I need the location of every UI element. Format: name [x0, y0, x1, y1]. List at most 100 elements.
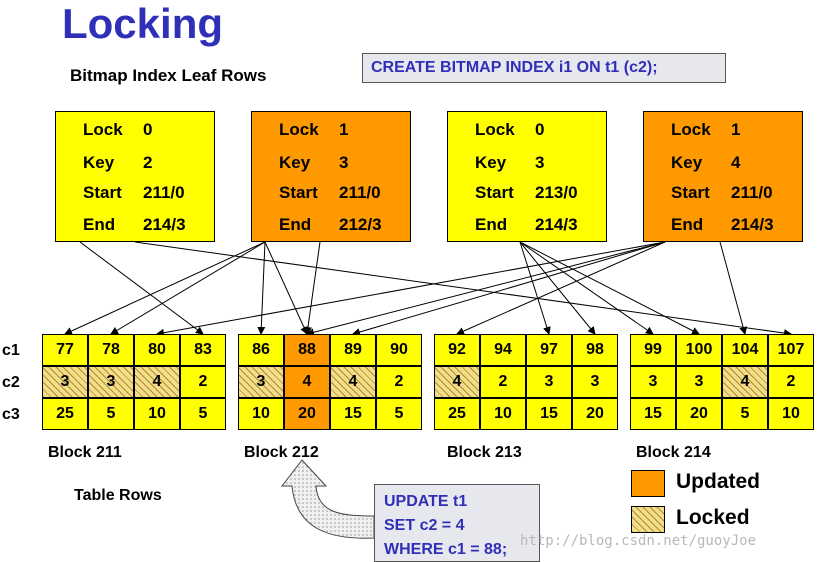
row-label-c3: c3 [2, 406, 20, 423]
leaf-field-value: 214/3 [143, 215, 186, 234]
leaf-field-label: Start [83, 183, 122, 202]
table-cell-c1: 90 [376, 334, 422, 366]
leaf-field-label: Lock [83, 120, 123, 139]
leaf-field-label: Key [671, 153, 703, 172]
leaf-field-label: End [83, 215, 116, 234]
table-cell-c2: 4 [134, 366, 180, 398]
table-cell-c1: 77 [42, 334, 88, 366]
table-cell-c1: 78 [88, 334, 134, 366]
connector-arrow [352, 241, 666, 336]
table-cell-c2: 3 [572, 366, 618, 398]
table-cell-c3: 20 [284, 398, 330, 430]
leaf-field-label: Lock [279, 120, 319, 139]
row-label-c2: c2 [2, 374, 20, 391]
table-cell-c3: 15 [630, 398, 676, 430]
create-index-statement: CREATE BITMAP INDEX i1 ON t1 (c2); [362, 53, 726, 83]
leaf-field-label: Start [475, 183, 514, 202]
leaf-field-value: 1 [339, 120, 349, 139]
table-cell-c2: 2 [376, 366, 422, 398]
leaf-field-label: Start [279, 183, 318, 202]
table-cell-c2: 2 [768, 366, 814, 398]
connector-arrow [264, 241, 308, 335]
legend-updated-swatch [631, 470, 665, 497]
connector-arrow [519, 241, 596, 335]
leaf-field-value: 214/3 [535, 215, 578, 234]
leaf-field-value: 211/0 [339, 183, 381, 202]
watermark: http://blog.csdn.net/guoyJoe [520, 533, 757, 549]
legend-locked-swatch [631, 506, 665, 533]
connector-arrow [456, 241, 666, 335]
connector-arrow [719, 241, 748, 335]
bitmap-index-label: Bitmap Index Leaf Rows [70, 66, 267, 85]
connector-arrow [306, 241, 666, 337]
table-cell-c1: 92 [434, 334, 480, 366]
update-callout-arrow [280, 459, 375, 539]
table-cell-c3: 10 [134, 398, 180, 430]
table-cell-c2: 3 [526, 366, 572, 398]
connector-arrow [110, 241, 266, 335]
legend-locked-label: Locked [676, 506, 750, 529]
table-cell-c1: 86 [238, 334, 284, 366]
update-line-3: WHERE c1 = 88; [384, 541, 508, 558]
table-cell-c1: 88 [284, 334, 330, 366]
row-label-c1: c1 [2, 342, 20, 359]
leaf-field-label: Start [671, 183, 710, 202]
table-cell-c3: 15 [526, 398, 572, 430]
block-label-214: Block 214 [636, 444, 711, 461]
table-cell-c1: 83 [180, 334, 226, 366]
table-cell-c3: 25 [42, 398, 88, 430]
leaf-field-value: 213/0 [535, 183, 578, 202]
update-line-2: SET c2 = 4 [384, 517, 465, 534]
leaf-field-value: 4 [731, 153, 741, 172]
table-cell-c1: 80 [134, 334, 180, 366]
table-cell-c2: 4 [284, 366, 330, 398]
table-cell-c3: 5 [376, 398, 422, 430]
table-cell-c3: 10 [768, 398, 814, 430]
leaf-field-value: 0 [143, 120, 153, 139]
block-label-211: Block 211 [48, 444, 122, 461]
leaf-field-label: Key [83, 153, 115, 172]
block-label-212: Block 212 [244, 444, 319, 461]
connector-arrow [304, 241, 321, 335]
table-cell-c1: 100 [676, 334, 722, 366]
table-cell-c3: 20 [572, 398, 618, 430]
table-cell-c2: 3 [42, 366, 88, 398]
table-cell-c1: 97 [526, 334, 572, 366]
page-title: Locking [62, 0, 224, 47]
connector-arrow [519, 241, 654, 335]
table-cell-c3: 5 [88, 398, 134, 430]
leaf-field-value: 1 [731, 120, 741, 139]
connector-arrow [79, 241, 204, 335]
table-cell-c1: 104 [722, 334, 768, 366]
table-cell-c2: 2 [480, 366, 526, 398]
leaf-field-value: 0 [535, 120, 545, 139]
connector-arrow [257, 241, 266, 335]
leaf-field-label: End [279, 215, 312, 234]
table-cell-c3: 10 [480, 398, 526, 430]
leaf-field-value: 2 [143, 153, 153, 172]
table-cell-c3: 20 [676, 398, 722, 430]
table-cell-c2: 4 [434, 366, 480, 398]
update-line-1: UPDATE t1 [384, 493, 468, 510]
leaf-field-value: 214/3 [731, 215, 774, 234]
table-cell-c2: 4 [722, 366, 768, 398]
table-cell-c2: 4 [330, 366, 376, 398]
connector-arrow [519, 241, 551, 335]
connector-arrow [519, 241, 700, 335]
table-cell-c2: 3 [88, 366, 134, 398]
legend-updated-label: Updated [676, 470, 760, 493]
leaf-field-label: End [671, 215, 704, 234]
table-cell-c3: 10 [238, 398, 284, 430]
table-cell-c2: 3 [238, 366, 284, 398]
block-label-213: Block 213 [447, 444, 522, 461]
leaf-field-label: Lock [475, 120, 515, 139]
table-cell-c3: 15 [330, 398, 376, 430]
leaf-field-label: Key [279, 153, 311, 172]
